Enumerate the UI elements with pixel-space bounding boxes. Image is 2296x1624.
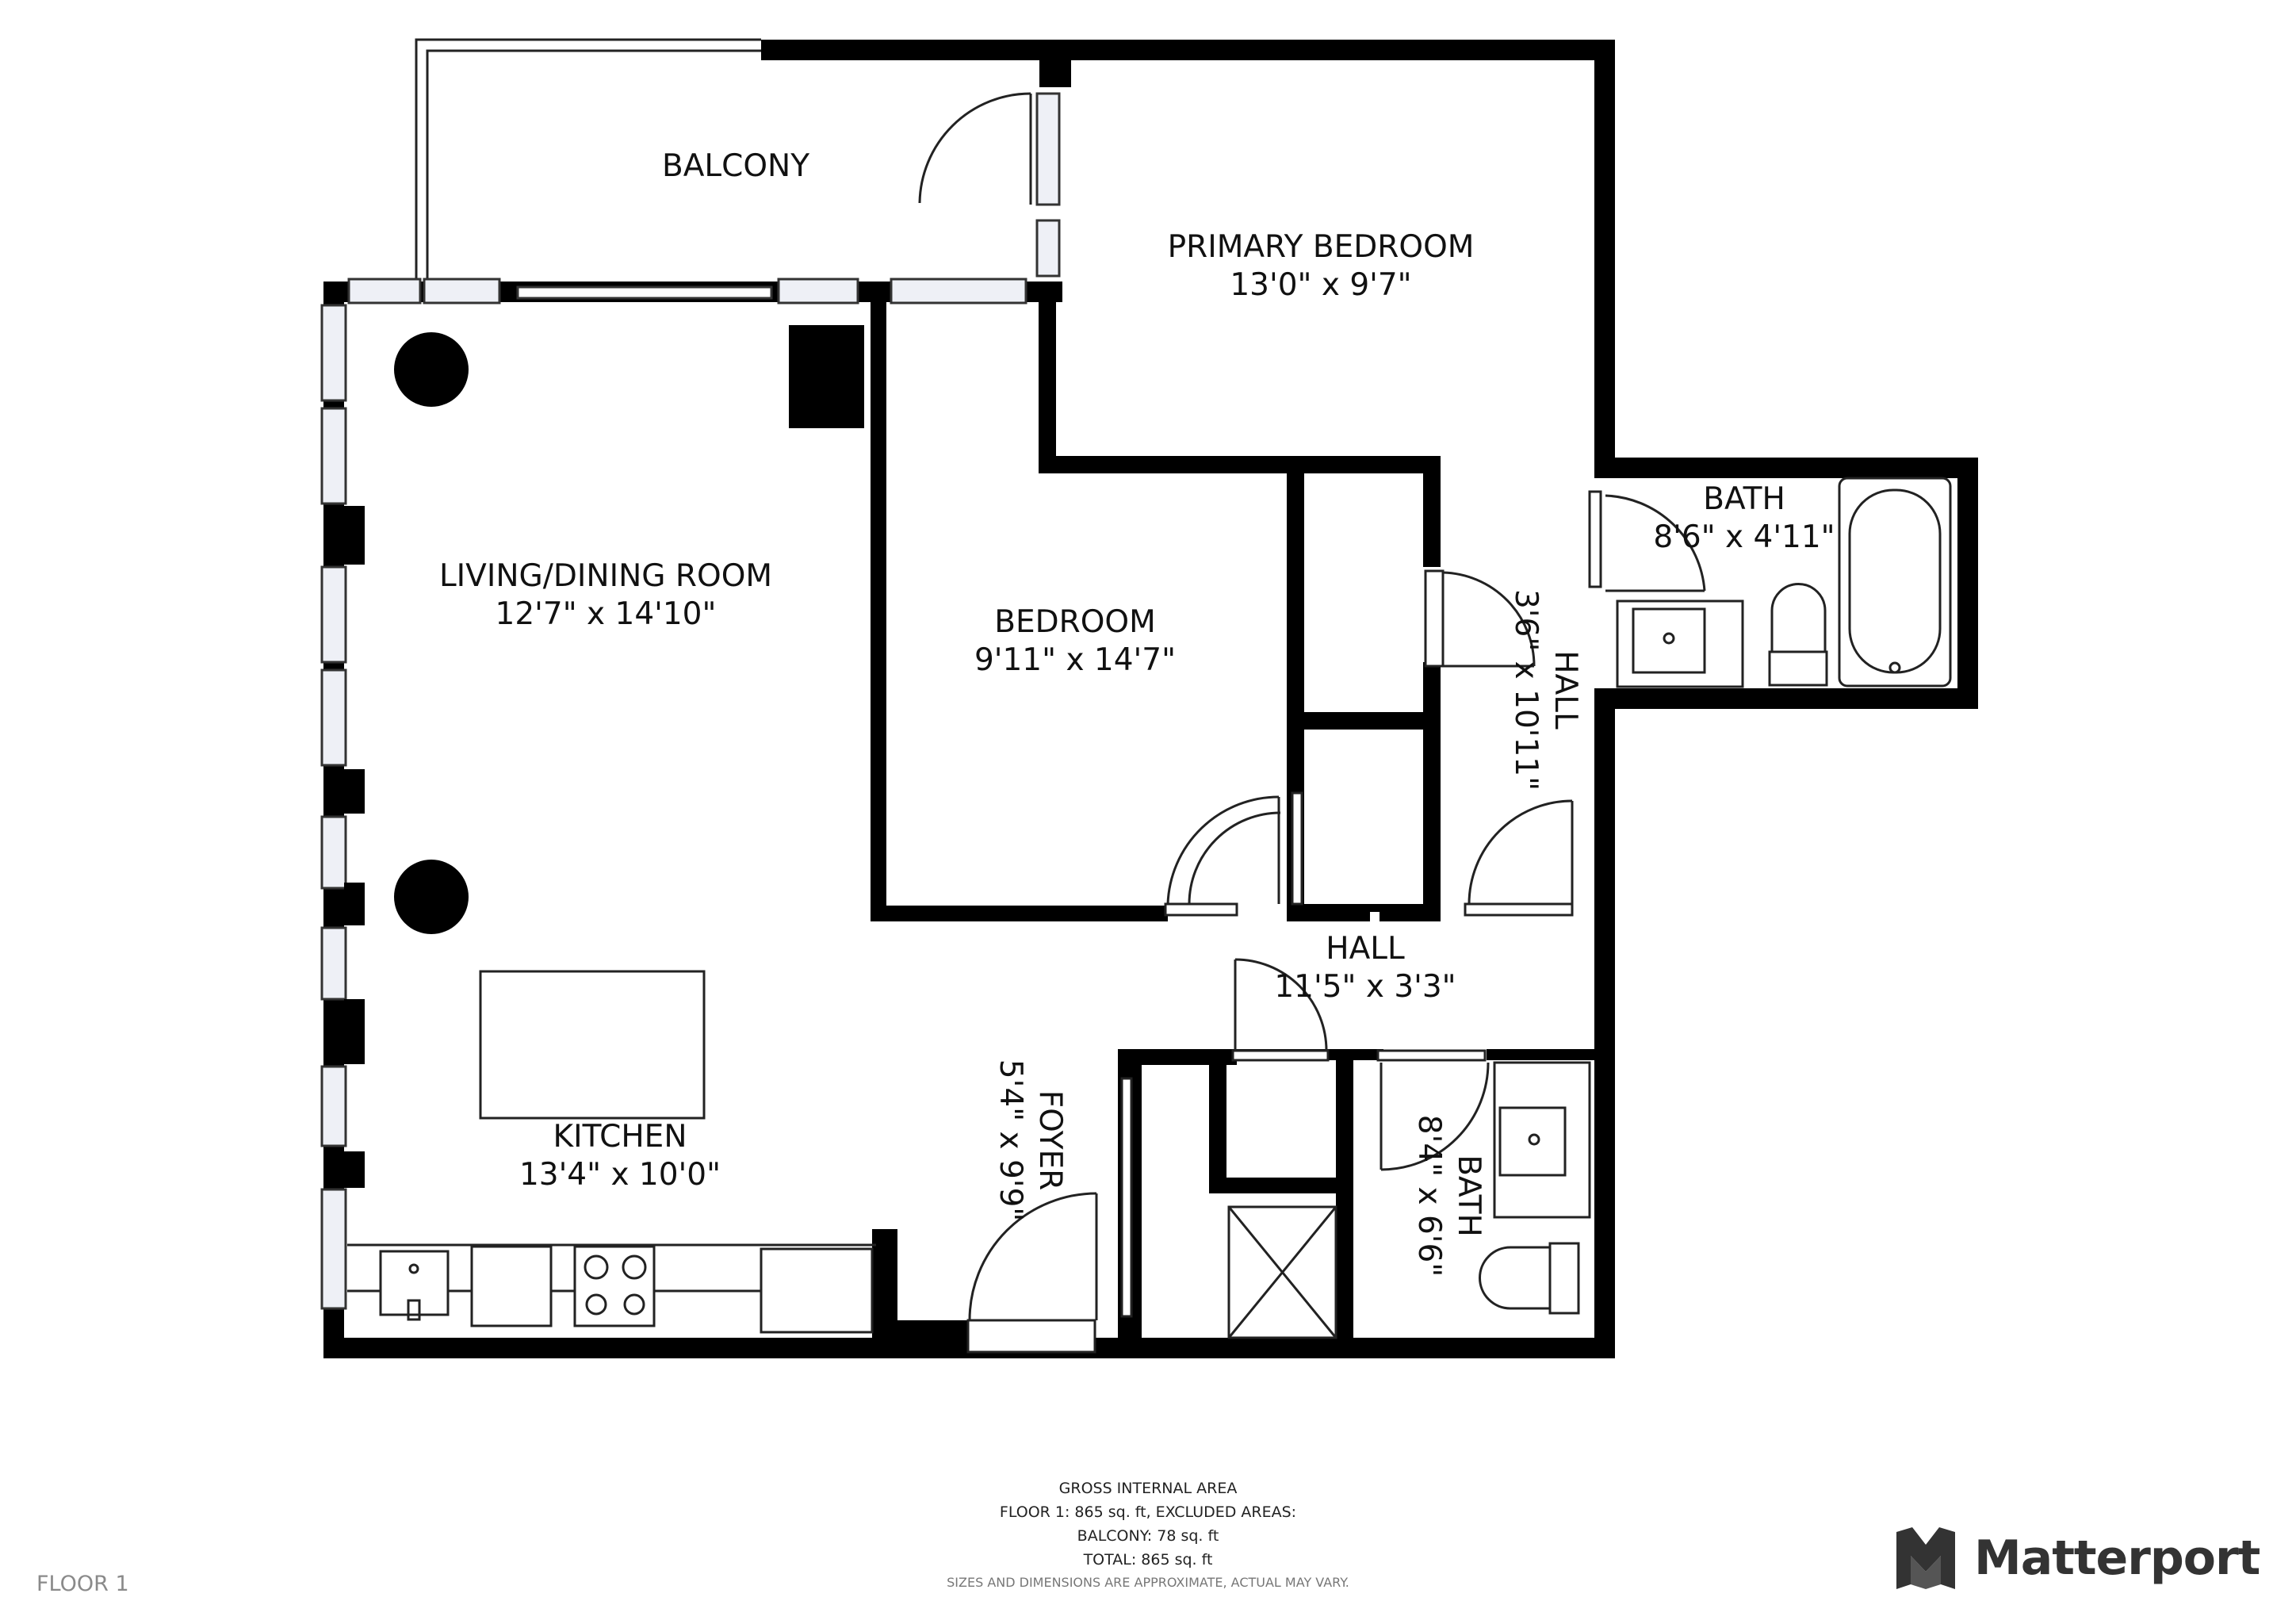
bedroom-name: BEDROOM <box>994 604 1156 640</box>
vanity-sink-2-icon <box>1493 1061 1591 1219</box>
vanity-sink-icon <box>1616 599 1744 688</box>
stove-icon <box>584 1254 647 1316</box>
kitchen-counter <box>347 1243 876 1334</box>
bath-secondary-dims: 8'4" x 6'6" <box>1411 1115 1447 1277</box>
foyer-dims: 5'4" x 9'9" <box>993 1059 1028 1221</box>
kitchen-name: KITCHEN <box>553 1119 687 1155</box>
living-dining-name: LIVING/DINING ROOM <box>439 558 772 594</box>
windows <box>320 92 1061 1310</box>
columns <box>394 332 469 934</box>
room-labels: BALCONY PRIMARY BEDROOM 13'0" x 9'7" BAT… <box>439 148 1835 1277</box>
toilet-2-icon <box>1479 1242 1580 1315</box>
bedroom-dims: 9'11" x 14'7" <box>974 642 1176 678</box>
foyer-name: FOYER <box>1032 1090 1068 1191</box>
brand-name: Matterport <box>1974 1530 2260 1586</box>
wall-piers <box>344 325 864 1188</box>
area-floor-line: FLOOR 1: 865 sq. ft, EXCLUDED AREAS: <box>999 1503 1297 1521</box>
kitchen-sink-icon <box>407 1263 421 1321</box>
hall-main-name: HALL <box>1326 931 1405 967</box>
door-frames <box>966 490 1602 1354</box>
hall-vertical-dims: 3'6" x 10'11" <box>1508 589 1544 791</box>
primary-bedroom-dims: 13'0" x 9'7" <box>1230 267 1411 303</box>
matterport-logo-icon <box>1896 1527 1955 1589</box>
toilet-icon <box>1768 583 1828 687</box>
bathtub-icon <box>1838 477 1952 688</box>
shower-icon <box>1227 1205 1337 1339</box>
bath-secondary-name: BATH <box>1451 1155 1487 1237</box>
hall-main-dims: 11'5" x 3'3" <box>1274 969 1456 1005</box>
area-total-line: TOTAL: 865 sq. ft <box>1083 1551 1213 1568</box>
area-balcony-line: BALCONY: 78 sq. ft <box>1077 1527 1219 1545</box>
balcony-outline <box>415 38 761 285</box>
area-title: GROSS INTERNAL AREA <box>1058 1480 1238 1497</box>
floor-label: FLOOR 1 <box>36 1572 129 1596</box>
door-swings <box>918 92 1706 1321</box>
primary-bedroom-name: PRIMARY BEDROOM <box>1168 229 1475 265</box>
hall-vertical-name: HALL <box>1548 650 1583 730</box>
bath-primary-name: BATH <box>1703 481 1785 517</box>
area-disclaimer: SIZES AND DIMENSIONS ARE APPROXIMATE, AC… <box>947 1575 1349 1590</box>
brand-logo: Matterport <box>1893 1522 2260 1594</box>
kitchen-dims: 13'4" x 10'0" <box>519 1157 721 1193</box>
balcony-name: BALCONY <box>662 148 809 184</box>
bath-primary-dims: 8'6" x 4'11" <box>1653 519 1835 555</box>
kitchen-island <box>479 970 706 1120</box>
living-dining-dims: 12'7" x 14'10" <box>496 596 717 632</box>
